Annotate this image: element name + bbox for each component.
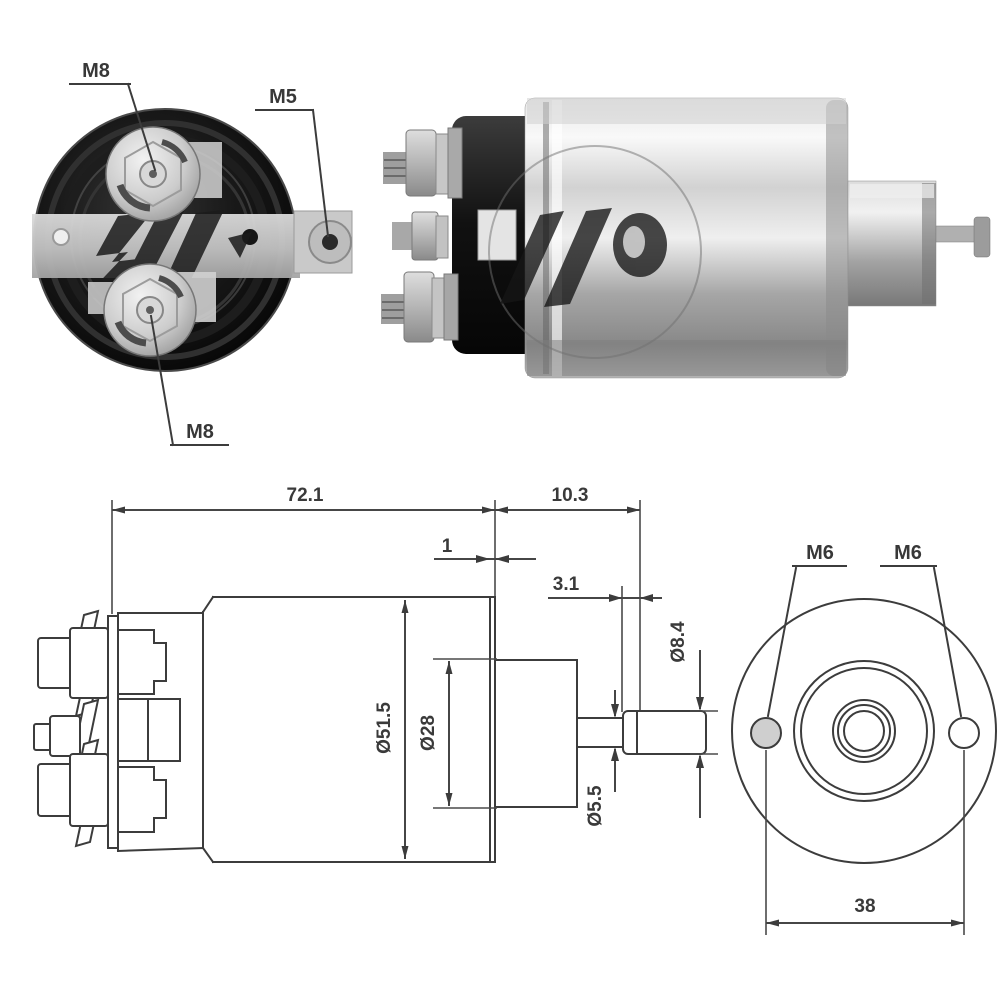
m5-label: M5 xyxy=(269,86,297,108)
side-view-photo xyxy=(381,97,991,379)
dimension-drawing: 72.1 10.3 1 3.1 xyxy=(33,485,718,864)
m8-top-label: M8 xyxy=(82,60,110,82)
dim-lip: 1 xyxy=(442,536,453,557)
dim-overall-length: 72.1 xyxy=(287,485,324,506)
dim-collar: 3.1 xyxy=(553,574,580,595)
watermark-ring xyxy=(488,145,702,359)
dim-head-diameter: Ø8.4 xyxy=(668,621,689,663)
plunger-pin-tip xyxy=(973,216,991,258)
dim-body-diameter: Ø51.5 xyxy=(374,702,395,754)
drawing-terminal-bolts xyxy=(33,609,109,848)
stud-hole-right xyxy=(948,717,980,749)
flange-circle xyxy=(731,598,997,864)
solenoid-housing xyxy=(524,97,849,379)
m8-terminal-top xyxy=(105,126,201,222)
m8-bottom-label: M8 xyxy=(186,421,214,443)
plunger-pin xyxy=(935,225,979,243)
dim-shaft-diameter: Ø5.5 xyxy=(585,785,606,827)
side-terminal-bolts xyxy=(381,127,517,343)
m8-terminal-bottom xyxy=(103,263,197,357)
m6-left-label: M6 xyxy=(806,542,834,564)
plunger-head xyxy=(622,710,707,755)
stud-hole-left xyxy=(750,717,782,749)
m6-right-label: M6 xyxy=(894,542,922,564)
dim-plunger-length: 10.3 xyxy=(552,485,589,506)
front-view-photo: M8 M5 M8 xyxy=(32,60,353,447)
rear-view-drawing: M6 M6 38 xyxy=(731,542,997,935)
end-boss xyxy=(847,180,937,307)
body-outline xyxy=(107,595,707,864)
front-view-labels: M8 M5 M8 xyxy=(69,60,330,447)
dim-boss-diameter: Ø28 xyxy=(418,715,439,751)
bracket-hole-left xyxy=(52,228,70,246)
dim-stud-spacing: 38 xyxy=(854,896,875,917)
